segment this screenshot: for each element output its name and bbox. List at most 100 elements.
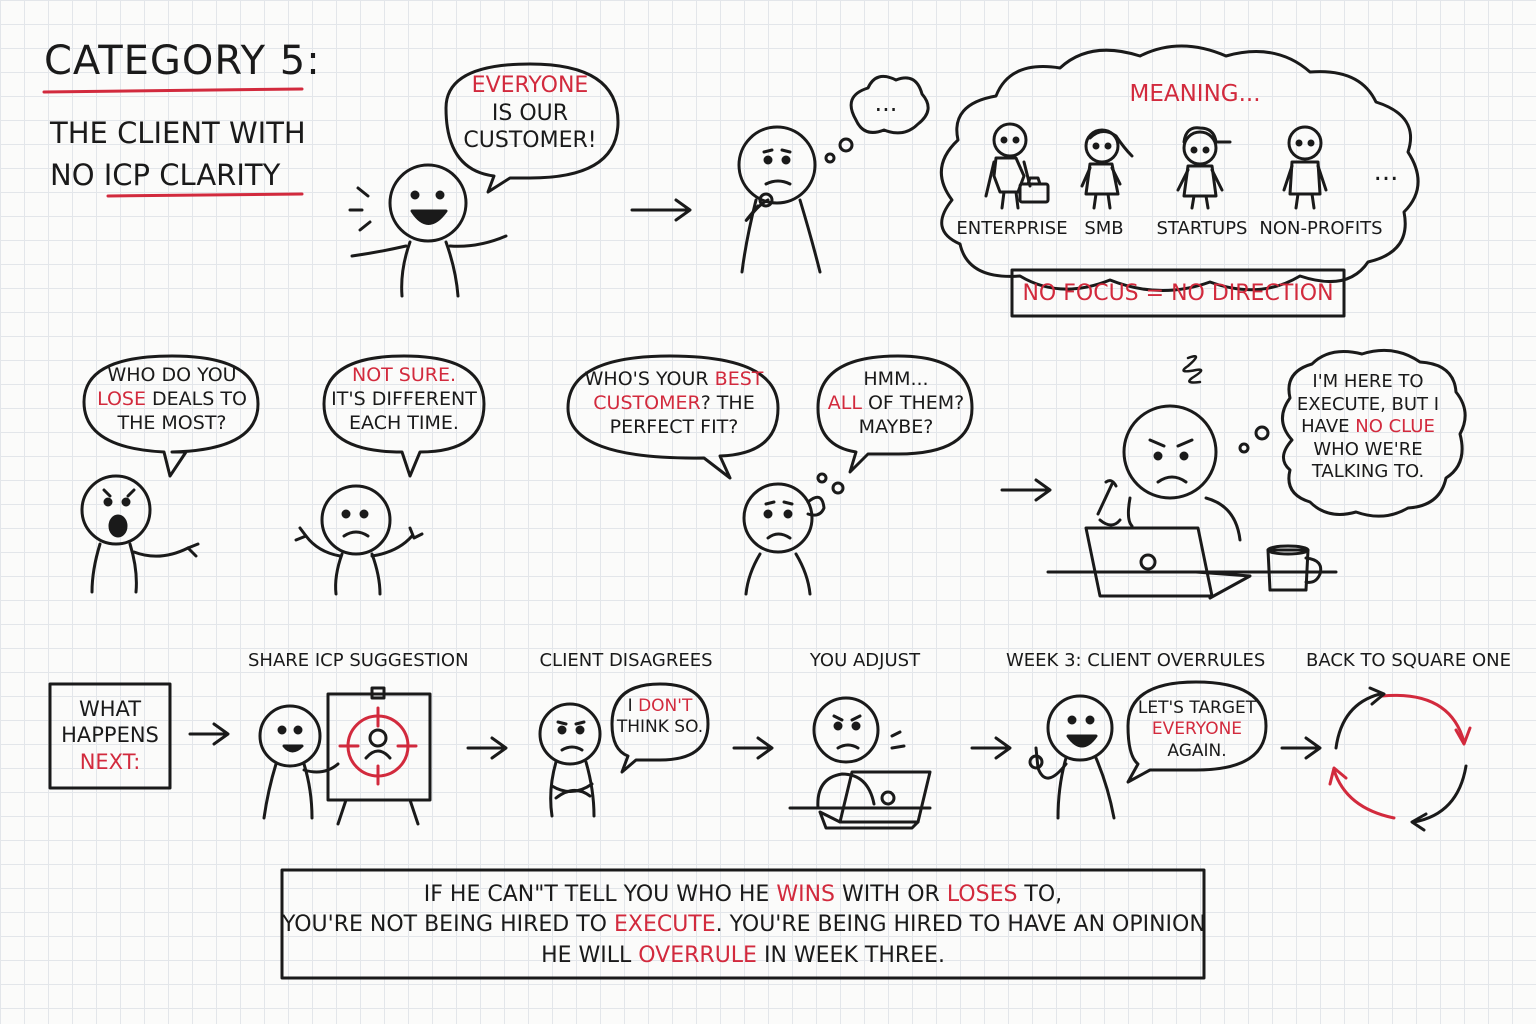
enterprise-figure <box>984 122 1050 210</box>
q2-line-3: PERFECT FIT? <box>609 415 739 438</box>
arrow-icon <box>630 198 692 222</box>
speech-bubble-not-sure <box>322 354 486 478</box>
q2-line-2-rest: ? THE <box>700 391 755 414</box>
t-line-1: I'M HERE TO <box>1312 371 1424 392</box>
title-underline <box>42 87 304 94</box>
shrugging-figure <box>294 484 424 596</box>
a2-line-3: MAYBE? <box>858 415 934 438</box>
q2-line-2-red: CUSTOMER <box>593 391 701 414</box>
start-line-1: WHAT <box>78 697 142 721</box>
q1-red: LOSE <box>97 387 146 410</box>
arrow-icon <box>188 722 230 746</box>
a1-red: NOT SURE. <box>351 364 457 386</box>
a1-line-3: EACH TIME. <box>349 411 459 434</box>
smb-figure <box>1080 128 1134 210</box>
t-line-3-a: HAVE <box>1301 416 1356 437</box>
thought-cloud-small <box>849 74 930 135</box>
page-title: CATEGORY 5: <box>44 38 321 84</box>
a2-line-1: HMM... <box>863 368 929 390</box>
startups-figure <box>1176 126 1232 210</box>
all-of-them-bubble-text: HMM... ALL OF THEM? MAYBE? <box>824 368 968 439</box>
speech-bubble-lose-deals <box>82 354 260 478</box>
arrow-icon <box>1280 736 1322 760</box>
caption-l2-r: EXECUTE <box>613 912 716 938</box>
best-customer-bubble-text: WHO'S YOUR BEST CUSTOMER? THE PERFECT FI… <box>576 368 772 439</box>
dont-think-so-text: I DON'T THINK SO. <box>614 696 706 739</box>
start-line-3: NEXT: <box>79 749 141 774</box>
bubble-everyone-line-3: CUSTOMER! <box>463 128 597 153</box>
surprised-figure <box>80 474 200 594</box>
disagree-a: I <box>627 696 639 716</box>
disagree-red: DON'T <box>638 696 693 716</box>
caption-l1-c: TO, <box>1017 882 1063 907</box>
arrow-icon <box>732 736 774 760</box>
caption-l3-b: IN WEEK THREE. <box>756 942 945 968</box>
no-focus-a: NO FOCUS <box>1022 281 1139 306</box>
subtitle-line-2-b: ICP CLARITY <box>103 158 281 193</box>
overrule-line-3: AGAIN. <box>1167 740 1227 761</box>
happy-client-figure <box>348 163 508 298</box>
caption-line-3: HE WILL OVERRULE IN WEEK THREE. <box>282 941 1204 971</box>
caption-l3-r: OVERRULE <box>638 942 757 968</box>
start-line-2: HAPPENS <box>61 723 159 748</box>
overrule-red: EVERYONE <box>1151 719 1243 740</box>
overruling-figure <box>1028 694 1116 820</box>
what-happens-text: WHAT HAPPENS NEXT: <box>50 696 170 775</box>
arrow-icon <box>970 736 1012 760</box>
bubble-everyone-line-2: IS OUR <box>491 100 569 126</box>
page-subtitle: THE CLIENT WITH NO ICP CLARITY <box>50 112 306 196</box>
everyone-bubble-text: EVERYONE IS OUR CUSTOMER! <box>452 72 608 155</box>
a2-line-2-red: ALL <box>827 391 862 414</box>
a1-line-2: IT'S DIFFERENT <box>331 387 477 410</box>
adjusting-figure <box>788 696 932 830</box>
step-label-adjust: YOU ADJUST <box>809 650 921 671</box>
step-label-overrules: WEEK 3: CLIENT OVERRULES <box>1006 650 1266 671</box>
segment-label-enterprise: ENTERPRISE <box>956 218 1068 239</box>
speech-bubble-everyone <box>444 62 620 194</box>
frustrated-worker-figure <box>1046 355 1338 600</box>
t-line-3: HAVE NO CLUE <box>1288 416 1448 439</box>
caption-box <box>280 868 1206 980</box>
caption-l2-b: . YOU'RE BEING HIRED TO HAVE AN OPINION <box>715 912 1206 938</box>
conclusion-caption: IF HE CAN"T TELL YOU WHO HE WINS WITH OR… <box>282 880 1206 971</box>
presenting-figure <box>258 686 432 826</box>
no-focus-eq: = <box>1145 281 1165 306</box>
step-label-square-one: BACK TO SQUARE ONE <box>1306 650 1512 671</box>
lose-deals-bubble-text: WHO DO YOU LOSE DEALS TO THE MOST? <box>92 364 252 435</box>
t-line-3-red: NO CLUE <box>1355 416 1435 437</box>
step-label-share: SHARE ICP SUGGESTION <box>248 650 469 671</box>
t-line-5: TALKING TO. <box>1311 461 1425 482</box>
laptop-icon <box>1084 526 1214 598</box>
disagree-line-2: THINK SO. <box>616 717 704 738</box>
disagreeing-figure <box>538 702 602 818</box>
subtitle-line-2: NO ICP CLARITY <box>50 154 306 196</box>
q1-line-2: LOSE DEALS TO <box>92 388 252 412</box>
subtitle-line-2-a: NO <box>50 158 104 193</box>
caption-l1-a: IF HE CAN"T TELL YOU WHO HE <box>423 882 777 907</box>
no-focus-box <box>1010 268 1346 318</box>
target-everyone-text: LET'S TARGET EVERYONE AGAIN. <box>1130 698 1264 762</box>
q2-line-1: WHO'S YOUR BEST <box>576 368 772 392</box>
no-focus-b: NO DIRECTION <box>1171 281 1334 306</box>
segment-label-startups: STARTUPS <box>1156 218 1248 239</box>
a2-line-2-rest: OF THEM? <box>861 391 965 414</box>
coffee-mug-icon <box>1266 548 1323 592</box>
speech-bubble-dont-think-so <box>610 682 710 774</box>
arrow-icon <box>466 736 508 760</box>
subtitle-line-1: THE CLIENT WITH <box>50 116 306 150</box>
not-sure-bubble-text: NOT SURE. IT'S DIFFERENT EACH TIME. <box>328 364 480 435</box>
q1-rest: DEALS TO <box>146 387 247 410</box>
disagree-line-1: I DON'T <box>614 696 706 717</box>
no-clue-thought-text: I'M HERE TO EXECUTE, BUT I HAVE NO CLUE … <box>1288 371 1448 484</box>
speech-bubble-best-customer <box>566 354 780 480</box>
speech-bubble-all-of-them <box>816 354 974 474</box>
bubble-everyone-line-1: EVERYONE <box>471 73 589 98</box>
meaning-title: MEANING... <box>1129 81 1261 107</box>
caption-l1-r1: WINS <box>776 882 835 907</box>
arrow-icon <box>1000 478 1052 502</box>
overrule-line-1: LET'S TARGET <box>1137 698 1257 718</box>
q2-line-2: CUSTOMER? THE <box>576 392 772 416</box>
no-focus-text: NO FOCUS = NO DIRECTION <box>1012 280 1344 308</box>
non-profits-figure <box>1282 125 1328 210</box>
